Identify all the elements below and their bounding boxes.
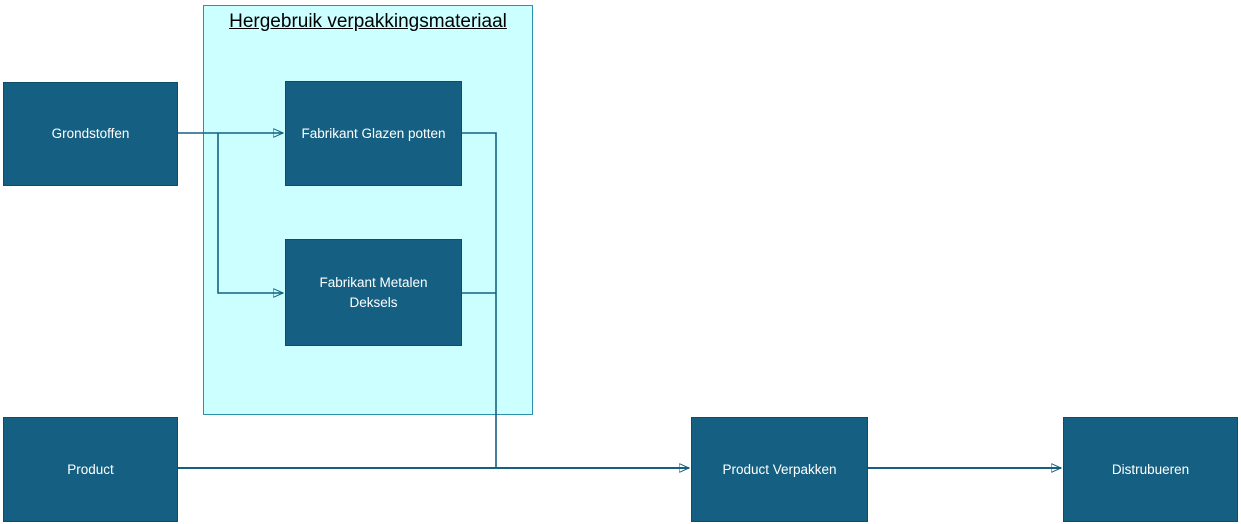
group-title: Hergebruik verpakkingsmateriaal — [229, 11, 507, 32]
node-product-verpakken: Product Verpakken — [691, 417, 868, 522]
node-product: Product — [3, 417, 178, 522]
node-product-label: Product — [67, 461, 114, 477]
node-product-verpakken-label: Product Verpakken — [722, 461, 837, 477]
node-grondstoffen-label: Grondstoffen — [51, 126, 130, 142]
node-distrubueren: Distrubueren — [1063, 417, 1238, 522]
node-fabrikant-glazen-potten: Fabrikant Glazen potten — [285, 81, 462, 186]
group-hergebruik-verpakkingsmateriaal: Hergebruik verpakkingsmateriaal — [203, 5, 533, 415]
node-grondstoffen: Grondstoffen — [3, 82, 178, 186]
node-distrubueren-label: Distrubueren — [1111, 461, 1190, 477]
node-fabrikant-metalen-deksels: Fabrikant Metalen Deksels — [285, 239, 462, 346]
node-fabrikant-metalen-deksels-label: Fabrikant Metalen Deksels — [319, 274, 428, 310]
node-fabrikant-glazen-potten-label: Fabrikant Glazen potten — [301, 125, 446, 141]
